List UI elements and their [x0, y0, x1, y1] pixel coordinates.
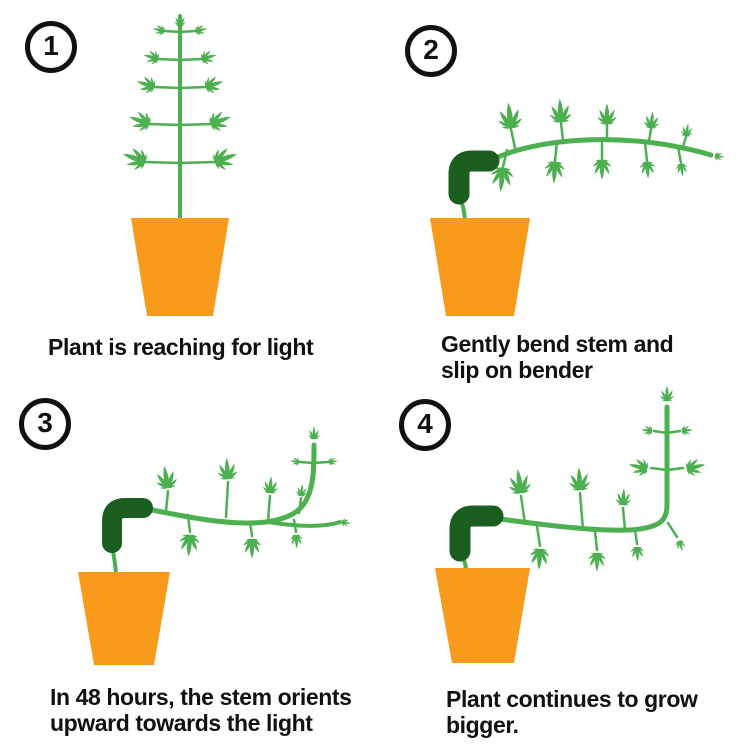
plant-bent [430, 98, 725, 316]
step-number: 2 [423, 34, 439, 65]
caption-line: In 48 hours, the stem orients [50, 684, 352, 710]
stem-bender [449, 505, 504, 562]
step-1-caption: Plant is reaching for light [48, 334, 314, 360]
petioles [519, 429, 685, 552]
step-2-caption: Gently bend stem and slip on bender [441, 331, 674, 383]
petioles [143, 29, 217, 165]
step-3-caption: In 48 hours, the stem orients upward tow… [50, 684, 352, 736]
caption-line: Plant continues to grow [446, 686, 698, 712]
step-2-badge: 2 [405, 25, 457, 77]
leaves [153, 426, 352, 558]
step-4-illustration [435, 375, 750, 663]
caption-line: slip on bender [441, 357, 593, 383]
pot [131, 218, 229, 316]
caption-line: upward towards the light [50, 710, 313, 736]
step-1-panel: 1 Plant is reaching for light [0, 0, 375, 375]
pot [435, 568, 530, 663]
pot [430, 218, 530, 316]
step-1-illustration [0, 14, 375, 316]
stem-bender [102, 498, 153, 553]
leaves [488, 98, 725, 193]
caption-line: bigger. [446, 712, 519, 738]
pot [78, 572, 170, 665]
step-3-panel: 3 In 48 hours, the stem orients upward t… [0, 375, 375, 750]
step-number: 1 [43, 30, 59, 61]
step-number: 3 [37, 407, 53, 438]
plant-reorienting [78, 426, 352, 665]
step-4-caption: Plant continues to grow bigger. [446, 686, 698, 738]
caption-line: Gently bend stem and [441, 331, 674, 357]
step-number: 4 [417, 408, 433, 439]
caption-line: Plant is reaching for light [48, 334, 314, 360]
petioles [164, 460, 330, 538]
plant-upright [119, 14, 241, 316]
petioles [501, 121, 688, 169]
step-4-panel: 4 Plant continues to grow bigger. [375, 375, 750, 750]
step-1-badge: 1 [25, 21, 77, 73]
stem-bender [448, 150, 500, 205]
step-2-illustration [430, 0, 750, 316]
plant-growing-bigger [435, 386, 707, 663]
step-3-illustration [78, 375, 375, 665]
step-3-badge: 3 [19, 398, 71, 450]
step-4-badge: 4 [399, 399, 451, 451]
leaves [506, 386, 708, 572]
step-2-panel: 2 Gently bend stem and slip on bender [375, 0, 750, 383]
